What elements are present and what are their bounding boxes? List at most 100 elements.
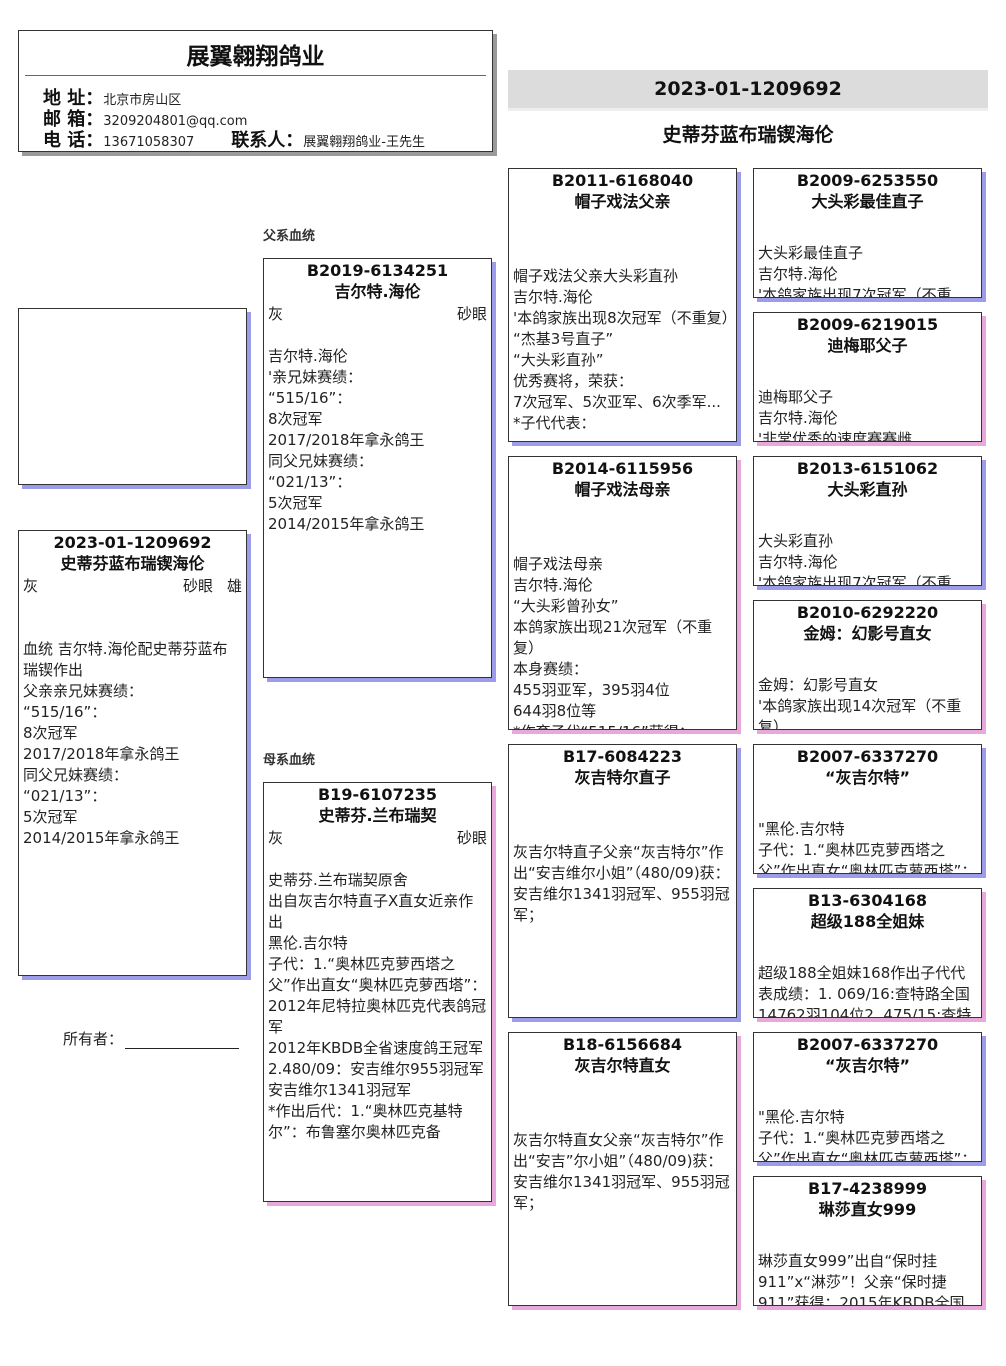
note-line: 帽子戏法父亲大头彩直孙 (513, 267, 679, 285)
note-line: 吉尔特.海伦 (758, 265, 838, 283)
ring-number: B2007-6337270 (796, 747, 939, 766)
great-grandparent-card[interactable]: B2007-6337270“灰吉尔特”"黑伦.吉尔特子代：1.“奥林匹克萝西塔之… (753, 1032, 982, 1162)
pigeon-name: 灰吉尔特直女 (574, 1056, 671, 1075)
note-line: 455羽亚军，395羽4位 (513, 681, 670, 699)
note-line: “515/16”： (268, 389, 352, 407)
dam-line-label: 母系血统 (263, 753, 316, 768)
note-line: “杰基3号直子” (513, 330, 614, 348)
note-line: 黑伦.吉尔特 (268, 934, 348, 952)
address-value: 北京市房山区 (103, 93, 182, 108)
note-line: 琳莎直女999”出自“保时挂911”x“淋莎”！父亲“保时捷911”获得：201… (758, 1252, 965, 1306)
note-line: 5次冠军 (23, 808, 78, 826)
note-line: 帽子戏法母亲 (513, 555, 604, 573)
note-line: 2017/2018年拿永鸽王 (23, 745, 180, 763)
pigeon-name: 灰吉特尔直子 (574, 768, 671, 787)
note-line: "黑伦.吉尔特 (758, 820, 845, 838)
note-line: 血统 吉尔特.海伦配史蒂芬蓝布瑞锲作出 (23, 640, 228, 679)
pigeon-notes: 金姆：幻影号直女 '本鸽家族出现14次冠军（不重复） (754, 675, 981, 730)
note-line: 优秀赛将，荣获： (513, 372, 634, 390)
note-line: 同父兄妹赛绩： (268, 452, 374, 470)
note-line: *作育子代“515/16”获得： (513, 722, 732, 729)
pigeon-name: 史蒂芬蓝布瑞锲海伦 (60, 554, 205, 573)
note-line: 644羽8位等 (513, 702, 597, 720)
pigeon-name: 琳莎直女999 (818, 1200, 917, 1219)
pigeon-name: 大头彩直孙 (827, 480, 908, 499)
note-line: 5次冠军 (268, 494, 323, 512)
great-grandparent-card[interactable]: B2009-6219015 迪梅耶父子迪梅耶父子吉尔特.海伦'非常优秀的速度赛赛雌 (753, 312, 982, 442)
banner-name: 史蒂芬蓝布瑞锲海伦 (662, 124, 834, 146)
banner-ring: 2023-01-1209692 (508, 70, 988, 111)
great-grandparent-card[interactable]: B17-4238999 琳莎直女999 琳莎直女999”出自“保时挂911”x“淋莎… (753, 1176, 982, 1306)
note-line: *作出后代：1.“奥林匹克基特尔”：布鲁塞尔奥林匹克备 (268, 1102, 463, 1141)
pigeon-notes: 大头彩最佳直子吉尔特.海伦'本鸽家族出现7次冠军（不重 (754, 243, 981, 298)
photo-placeholder (18, 308, 247, 485)
pigeon-name: 大头彩最佳直子 (811, 192, 924, 211)
note-line: 灰吉尔特直子父亲“灰吉特尔”作出“安吉维尔小姐”（480/09)获：安吉维尔13… (513, 843, 730, 924)
note-line: 8次冠军 (268, 410, 323, 428)
note-line: '亲兄妹赛绩： (268, 368, 363, 386)
eye-attr: 砂眼 (182, 577, 213, 595)
pigeon-notes: "黑伦.吉尔特子代：1.“奥林匹克萝西塔之父”作出直女“奥林匹克萝西塔”： (754, 819, 981, 874)
note-line: '本鸽家族出现7次冠军（不重 (758, 574, 952, 586)
contact-value: 展翼翱翔鸽业-王先生 (303, 135, 425, 150)
note-line: '本鸽家族出现14次冠军（不重复） (758, 697, 962, 730)
eye-attr: 砂眼 (456, 829, 487, 847)
pigeon-notes: 超级188全姐妹168作出子代代表成绩：1. 069/16:查特路全国14762… (754, 963, 981, 1018)
note-line: 2014/2015年拿永鸽王 (23, 829, 180, 847)
pigeon-notes: 迪梅耶父子吉尔特.海伦'非常优秀的速度赛赛雌 (754, 387, 981, 442)
note-line: '非常优秀的速度赛赛雌 (758, 430, 913, 442)
ring-number: B17-4238999 (807, 1179, 928, 1198)
note-line: 金姆：幻影号直女 (758, 676, 879, 694)
note-line: 子代：1.“奥林匹克萝西塔之父”作出直女“奥林匹克萝西塔”： (758, 841, 977, 874)
pigeon-notes: 灰吉尔特直子父亲“灰吉特尔”作出“安吉维尔小姐”（480/09)获：安吉维尔13… (509, 842, 736, 926)
note-line: 子代：1.“奥林匹克萝西塔之父”作出直女“奥林匹克萝西塔”： (758, 1129, 977, 1162)
note-line: 吉尔特.海伦 (513, 576, 593, 594)
pigeon-notes: 大头彩直孙吉尔特.海伦'本鸽家族出现7次冠军（不重 (754, 531, 981, 586)
pigeon-name: 史蒂芬.兰布瑞契 (318, 806, 437, 825)
attributes-row: 灰砂眼雄 (19, 576, 246, 597)
note-line: 超级188全姐妹168作出子代代表成绩：1. 069/16:查特路全国14762… (758, 964, 972, 1018)
owner-field[interactable]: 所有者： (63, 1028, 240, 1049)
sire-line-label: 父系血统 (263, 229, 316, 244)
email-label: 邮 箱： (43, 109, 104, 130)
note-line: '本鸽家族出现8次冠军（不重复） (513, 309, 737, 327)
pigeon-name: “灰吉尔特” (824, 1056, 911, 1075)
note-line: “大头彩曾孙女” (513, 597, 619, 615)
color-attr: 灰 (268, 829, 284, 847)
note-line: “021/13”： (23, 787, 107, 805)
note-line: '本鸽家族出现7次冠军（不重 (758, 286, 952, 298)
great-grandparent-card[interactable]: B2007-6337270“灰吉尔特”"黑伦.吉尔特子代：1.“奥林匹克萝西塔之… (753, 744, 982, 874)
ring-number: B2009-6219015 (796, 315, 939, 334)
pigeon-notes: 血统 吉尔特.海伦配史蒂芬蓝布瑞锲作出父亲亲兄妹赛绩：“515/16”：8次冠军… (19, 639, 246, 849)
ring-number: B18-6156684 (562, 1035, 683, 1054)
pigeon-notes: 帽子戏法母亲吉尔特.海伦“大头彩曾孙女”本鸽家族出现21次冠军（不重复）本身赛绩… (509, 554, 736, 729)
eye-attr: 砂眼 (456, 305, 487, 323)
pigeon-notes: 琳莎直女999”出自“保时挂911”x“淋莎”！父亲“保时捷911”获得：201… (754, 1251, 981, 1306)
note-line: 8次冠军 (23, 724, 78, 742)
note-line: “大头彩直孙” (513, 351, 604, 369)
attributes-row: 灰砂眼 (264, 304, 491, 325)
note-line: 吉尔特.海伦 (513, 288, 593, 306)
owner-signature-line[interactable] (125, 1034, 240, 1049)
pigeon-name: 吉尔特.海伦 (334, 282, 421, 301)
note-line: 史蒂芬.兰布瑞契原舍 (268, 871, 408, 889)
note-line: 吉尔特.海伦 (758, 553, 838, 571)
color-attr: 灰 (23, 577, 39, 595)
note-line: 出自灰吉尔特直子X直女近亲作出 (268, 892, 474, 931)
address-label: 地 址： (43, 88, 104, 109)
email-row: 邮 箱：3209204801@qq.com (43, 105, 247, 131)
pigeon-name: 迪梅耶父子 (827, 336, 908, 355)
ring-number: 2023-01-1209692 (53, 533, 212, 552)
